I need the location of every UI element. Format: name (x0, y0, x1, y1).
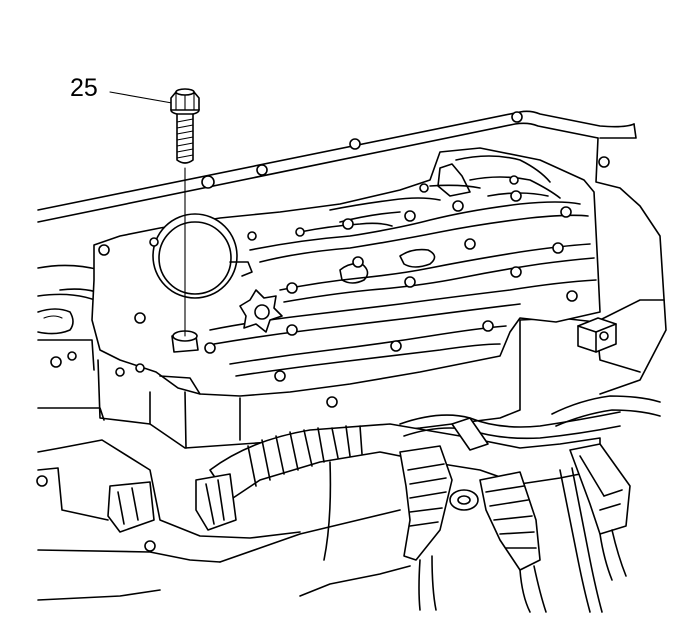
bolt-25 (170, 88, 200, 164)
transmission-case (36, 110, 667, 601)
right-sensor-block (577, 317, 617, 353)
callout-25: 25 (70, 74, 173, 104)
callout-25-label: 25 (70, 74, 98, 102)
callout-25-leader (109, 91, 173, 104)
wiring-harness (107, 395, 661, 613)
valve-body (67, 147, 601, 449)
